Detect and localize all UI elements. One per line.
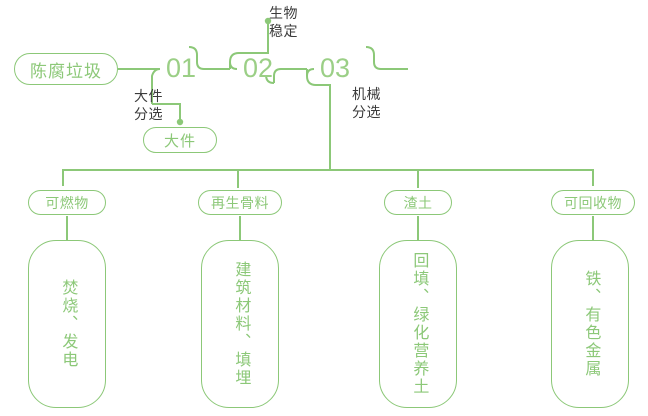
node-category-slag-soil[interactable]: 渣土 (384, 190, 452, 215)
annotation-stage-01: 大件 分选 (134, 88, 163, 122)
annotation-stage-03: 机械 分选 (352, 86, 381, 120)
destination-label-combustible: 焚烧、发电 (59, 279, 77, 369)
annotation-stage-02: 生物 稳定 (269, 5, 298, 39)
distributor-bar (62, 169, 594, 186)
box-destination-combustible[interactable]: 焚烧、发电 (28, 240, 106, 408)
link-01-to-02 (196, 55, 230, 70)
destination-label-recycled-aggregate: 建筑材料、填埋 (232, 261, 250, 387)
stage-number-03: 03 (320, 53, 351, 83)
link-02-to-03 (273, 68, 307, 83)
box-destination-recycled-aggregate[interactable]: 建筑材料、填埋 (201, 240, 279, 408)
node-category-combustible[interactable]: 可燃物 (28, 190, 106, 215)
destination-label-slag-soil: 回填、绿化营养土 (410, 252, 428, 396)
node-output-bulky[interactable]: 大件 (143, 127, 217, 153)
link-03-tail (373, 55, 408, 70)
link-03-to-bar (306, 75, 331, 170)
box-destination-recyclable[interactable]: 铁、有色金属 (551, 240, 629, 408)
stage-number-01: 01 (166, 53, 197, 83)
arc-03-right-cap (365, 46, 375, 56)
box-destination-slag-soil[interactable]: 回填、绿化营养土 (379, 240, 457, 408)
destination-label-recyclable: 铁、有色金属 (582, 270, 600, 378)
node-category-recycled-aggregate[interactable]: 再生骨料 (198, 190, 282, 215)
node-category-recyclable[interactable]: 可回收物 (551, 190, 635, 215)
stage-number-02: 02 (243, 53, 274, 83)
arc-02-left (229, 61, 238, 70)
node-root[interactable]: 陈腐垃圾 (14, 53, 118, 85)
arc-03-left (306, 68, 315, 77)
node-dot-bulky (176, 118, 184, 126)
